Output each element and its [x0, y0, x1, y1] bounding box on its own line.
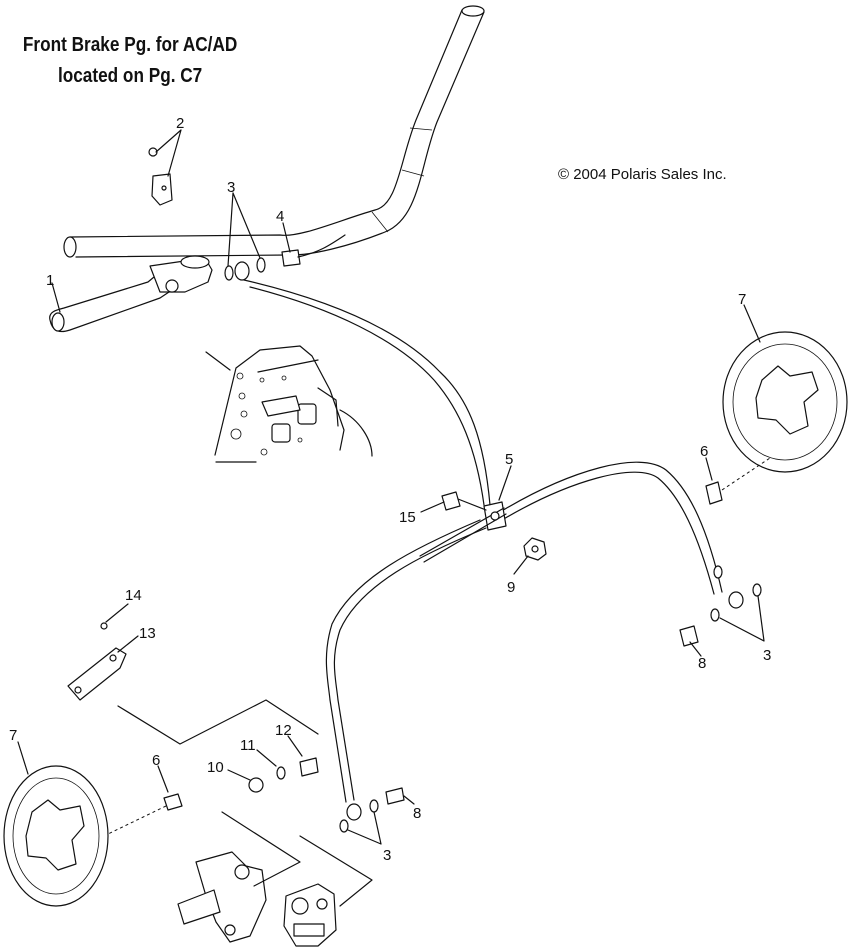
junction-bolt: [441, 491, 487, 511]
callout-14: 14: [125, 587, 142, 604]
callout-3-lower: 3: [383, 847, 391, 864]
callout-12: 12: [275, 722, 292, 739]
header-line-2: located on Pg. C7: [57, 65, 203, 87]
callout-9: 9: [507, 579, 515, 596]
bracket-plate: [67, 622, 127, 701]
diagram-header: Front Brake Pg. for AC/AD located on Pg.…: [14, 30, 246, 92]
copyright-notice: © 2004 Polaris Sales Inc.: [558, 166, 727, 183]
spindle-assembly: [177, 851, 267, 943]
callout-4: 4: [276, 208, 284, 225]
callout-13: 13: [139, 625, 156, 642]
callout-8-lower: 8: [413, 805, 421, 822]
callout-6-right: 6: [700, 443, 708, 460]
reservoir-cover-screw: [148, 147, 173, 206]
left-rotor-bolt: [107, 793, 183, 835]
hose-washers-upper: [224, 257, 266, 281]
hose-junction: [419, 501, 507, 563]
caliper-guide-line: [221, 811, 373, 907]
handlebar: [63, 5, 485, 258]
left-brake-rotor: [3, 765, 109, 907]
callout-6-left: 6: [152, 752, 160, 769]
leader-lines: [17, 129, 765, 845]
brake-switch: [281, 234, 346, 267]
callout-3-right: 3: [763, 647, 771, 664]
bracket-guide-line: [117, 699, 319, 745]
callout-numbers: 1 2 3 3 3 4 5 6 6 7 7 8 8 9 10 11 12 13 …: [9, 115, 771, 864]
right-rotor-bolt: [705, 457, 771, 505]
callout-15: 15: [399, 509, 416, 526]
callout-3-upper: 3: [227, 179, 235, 196]
right-brake-rotor: [722, 331, 848, 473]
callout-8-right: 8: [698, 655, 706, 672]
brake-caliper: [283, 883, 337, 947]
brake-lever-assembly: [49, 255, 213, 333]
header-line-1: Front Brake Pg. for AC/AD: [22, 34, 238, 56]
frame-section: [205, 345, 373, 463]
callout-11: 11: [240, 737, 256, 754]
callout-7-right: 7: [738, 291, 746, 308]
callout-7-left: 7: [9, 727, 17, 744]
callout-1: 1: [46, 272, 54, 289]
callout-2: 2: [176, 115, 184, 132]
brake-hose: [243, 279, 723, 803]
junction-nut: [523, 537, 547, 561]
lower-fasteners: [248, 757, 405, 833]
callout-5: 5: [505, 451, 513, 468]
callout-10: 10: [207, 759, 224, 776]
right-caliper-fasteners: [679, 583, 762, 647]
